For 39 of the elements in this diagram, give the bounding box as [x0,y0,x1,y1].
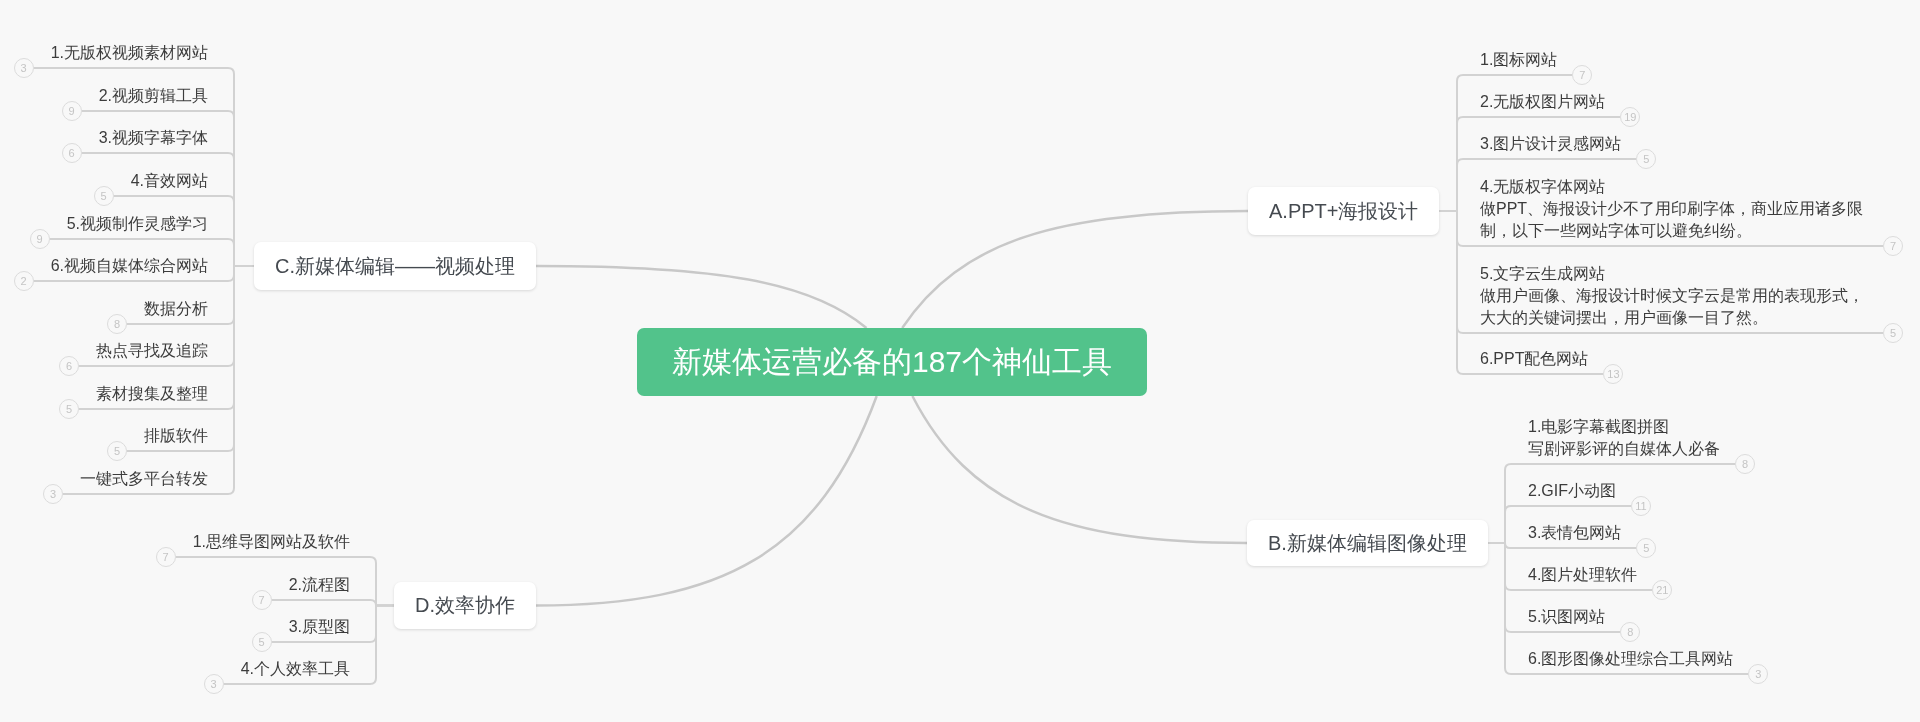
topic-label: 4.图片处理软件 [1528,565,1638,585]
topic-note: 做用户画像、海报设计时候文字云是常用的表现形式，大大的关键词摆出，用户画像一目了然。 [1480,286,1865,328]
topic-label: 4.音效网站 [130,171,208,191]
topic-label: 2.GIF小动图 [1528,481,1616,501]
topic-label: 3.表情包网站 [1528,523,1622,543]
topic-label: 3.原型图 [288,617,350,637]
topic-label: 1.思维导图网站及软件 [192,532,350,552]
topic-label: 3.视频字幕字体 [98,128,208,148]
topic-label: 5.识图网站 [1528,607,1606,627]
topic-label: 6.视频自媒体综合网站 [50,256,208,276]
topic-note: 做PPT、海报设计少不了用印刷字体，商业应用诸多限制，以下一些网站字体可以避免纠纷。 [1480,199,1865,241]
topic-label: 3.图片设计灵感网站 [1480,134,1622,154]
topic-label: 1.图标网站 [1480,50,1558,70]
topic-label: 6.PPT配色网站 [1480,349,1589,369]
topic-label: 4.无版权字体网站 [1480,177,1607,197]
topic-note: 写剧评影评的自媒体人必备 [1528,439,1720,459]
topic-label: 2.视频剪辑工具 [98,86,208,106]
topic-label: 4.个人效率工具 [240,659,350,679]
topic-label: 5.文字云生成网站 [1480,264,1607,284]
topic-label: 1.无版权视频素材网站 [50,43,208,63]
branch-curve [535,395,878,607]
main-topic-box: A.PPT+海报设计 [1248,187,1440,235]
topic-label: 2.无版权图片网站 [1480,92,1606,112]
topic-label: 2.流程图 [288,575,350,595]
topic-label: 5.视频制作灵感学习 [66,214,208,234]
branch-curve [901,209,1248,329]
topic-label: 6.图形图像处理综合工具网站 [1528,649,1734,669]
topic-label: 一键式多平台转发 [80,469,208,489]
branch-curve [911,395,1248,545]
main-topic-box: D.效率协作 [394,582,536,629]
branch-curve [536,264,868,329]
topic-label: 1.电影字幕截图拼图 [1528,417,1671,437]
central-topic-box: 新媒体运营必备的187个神仙工具 [637,328,1147,396]
topic-label: 素材搜集及整理 [96,384,208,404]
topic-label: 数据分析 [144,299,208,319]
topic-label: 热点寻找及追踪 [96,341,208,361]
topic-label: 排版软件 [144,426,208,446]
main-topic-box: B.新媒体编辑图像处理 [1247,520,1488,566]
main-topic-box: C.新媒体编辑——视频处理 [254,242,536,290]
